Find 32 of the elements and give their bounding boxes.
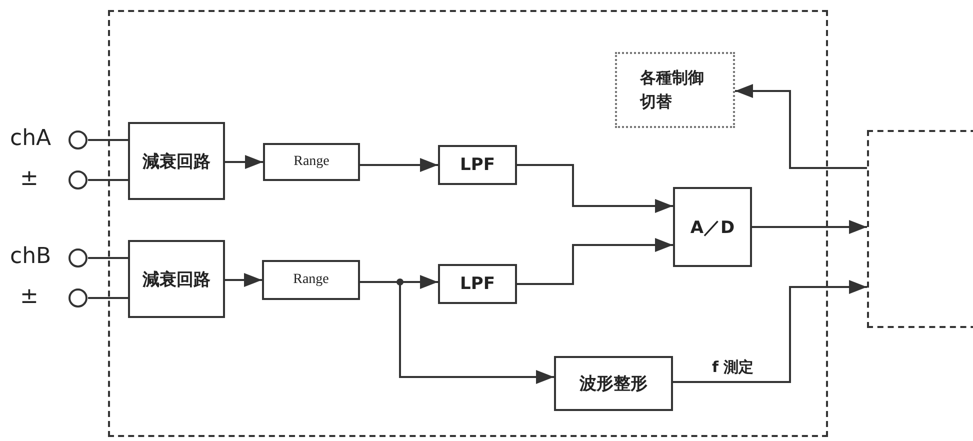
- block-box: A／D: [673, 187, 752, 267]
- arrow: [225, 273, 262, 287]
- connector-line: [88, 257, 128, 259]
- input-terminal: [68, 130, 88, 150]
- block-box: 波形整形: [554, 356, 673, 411]
- input-terminal: [68, 288, 88, 308]
- arrow: [517, 238, 673, 285]
- terminal-label: ±: [20, 166, 38, 191]
- terminal-label: ±: [20, 284, 38, 309]
- block-box: LPF: [438, 264, 517, 304]
- connector-line: [88, 139, 128, 141]
- terminal-label: chB: [10, 244, 52, 269]
- enclosure-frame: [108, 10, 828, 437]
- connector-line: [88, 297, 128, 299]
- arrow: [673, 280, 867, 383]
- edge-label: f 測定: [712, 358, 754, 377]
- arrow: [225, 155, 263, 169]
- instrument-box: [867, 130, 973, 328]
- input-terminal: [68, 248, 88, 268]
- control-box: 各種制御切替: [615, 52, 735, 128]
- input-terminal: [68, 170, 88, 190]
- arrow: [752, 220, 867, 234]
- block-box: Range: [262, 260, 360, 300]
- terminal-label: chA: [10, 126, 52, 151]
- connector-line: [88, 179, 128, 181]
- block-box: 減衰回路: [128, 122, 225, 200]
- arrow: [517, 164, 673, 213]
- block-box: Range: [263, 143, 360, 181]
- block-box: LPF: [438, 145, 517, 185]
- arrow: [735, 84, 867, 169]
- arrow: [360, 158, 438, 172]
- block-box: 減衰回路: [128, 240, 225, 318]
